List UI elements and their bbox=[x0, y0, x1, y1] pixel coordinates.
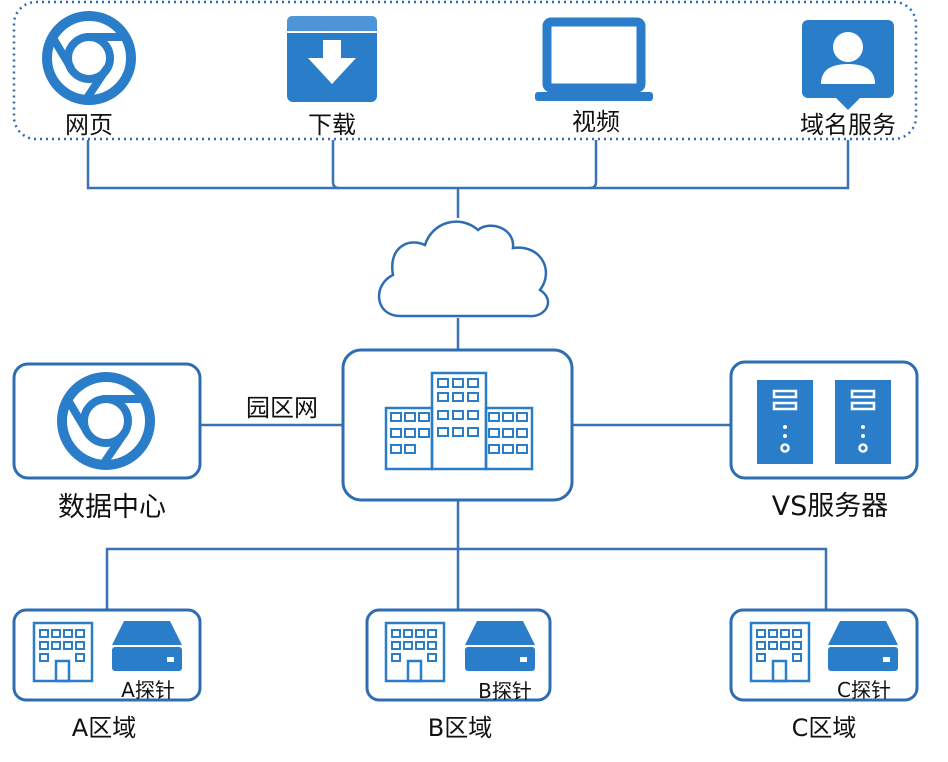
region-a-label: A区域 bbox=[72, 714, 136, 742]
download-label: 下载 bbox=[308, 111, 356, 139]
campus-box bbox=[341, 348, 574, 502]
server-icon bbox=[757, 380, 891, 464]
datacenter-label: 数据中心 bbox=[58, 492, 166, 523]
services-group bbox=[12, 0, 918, 141]
region-b-probe-label: B探针 bbox=[478, 679, 532, 703]
datacenter-box bbox=[12, 362, 202, 480]
download-icon bbox=[287, 16, 377, 102]
vs-server-label: VS服务器 bbox=[772, 491, 889, 522]
service-wires bbox=[86, 140, 850, 610]
video-icon bbox=[535, 17, 653, 101]
video-label: 视频 bbox=[572, 108, 620, 136]
dns-label: 域名服务 bbox=[800, 111, 896, 139]
datacenter-icon bbox=[57, 372, 155, 470]
campus-building-icon bbox=[384, 371, 534, 471]
web-label: 网页 bbox=[65, 111, 113, 139]
region-c-probe-label: C探针 bbox=[837, 678, 891, 702]
region-a-probe-label: A探针 bbox=[121, 678, 175, 702]
cloud-icon bbox=[377, 220, 550, 318]
region-b-label: B区域 bbox=[428, 714, 492, 742]
web-icon bbox=[42, 11, 136, 105]
campus-network-label: 园区网 bbox=[246, 394, 318, 422]
region-c-label: C区域 bbox=[792, 714, 857, 742]
dns-icon bbox=[802, 20, 894, 110]
